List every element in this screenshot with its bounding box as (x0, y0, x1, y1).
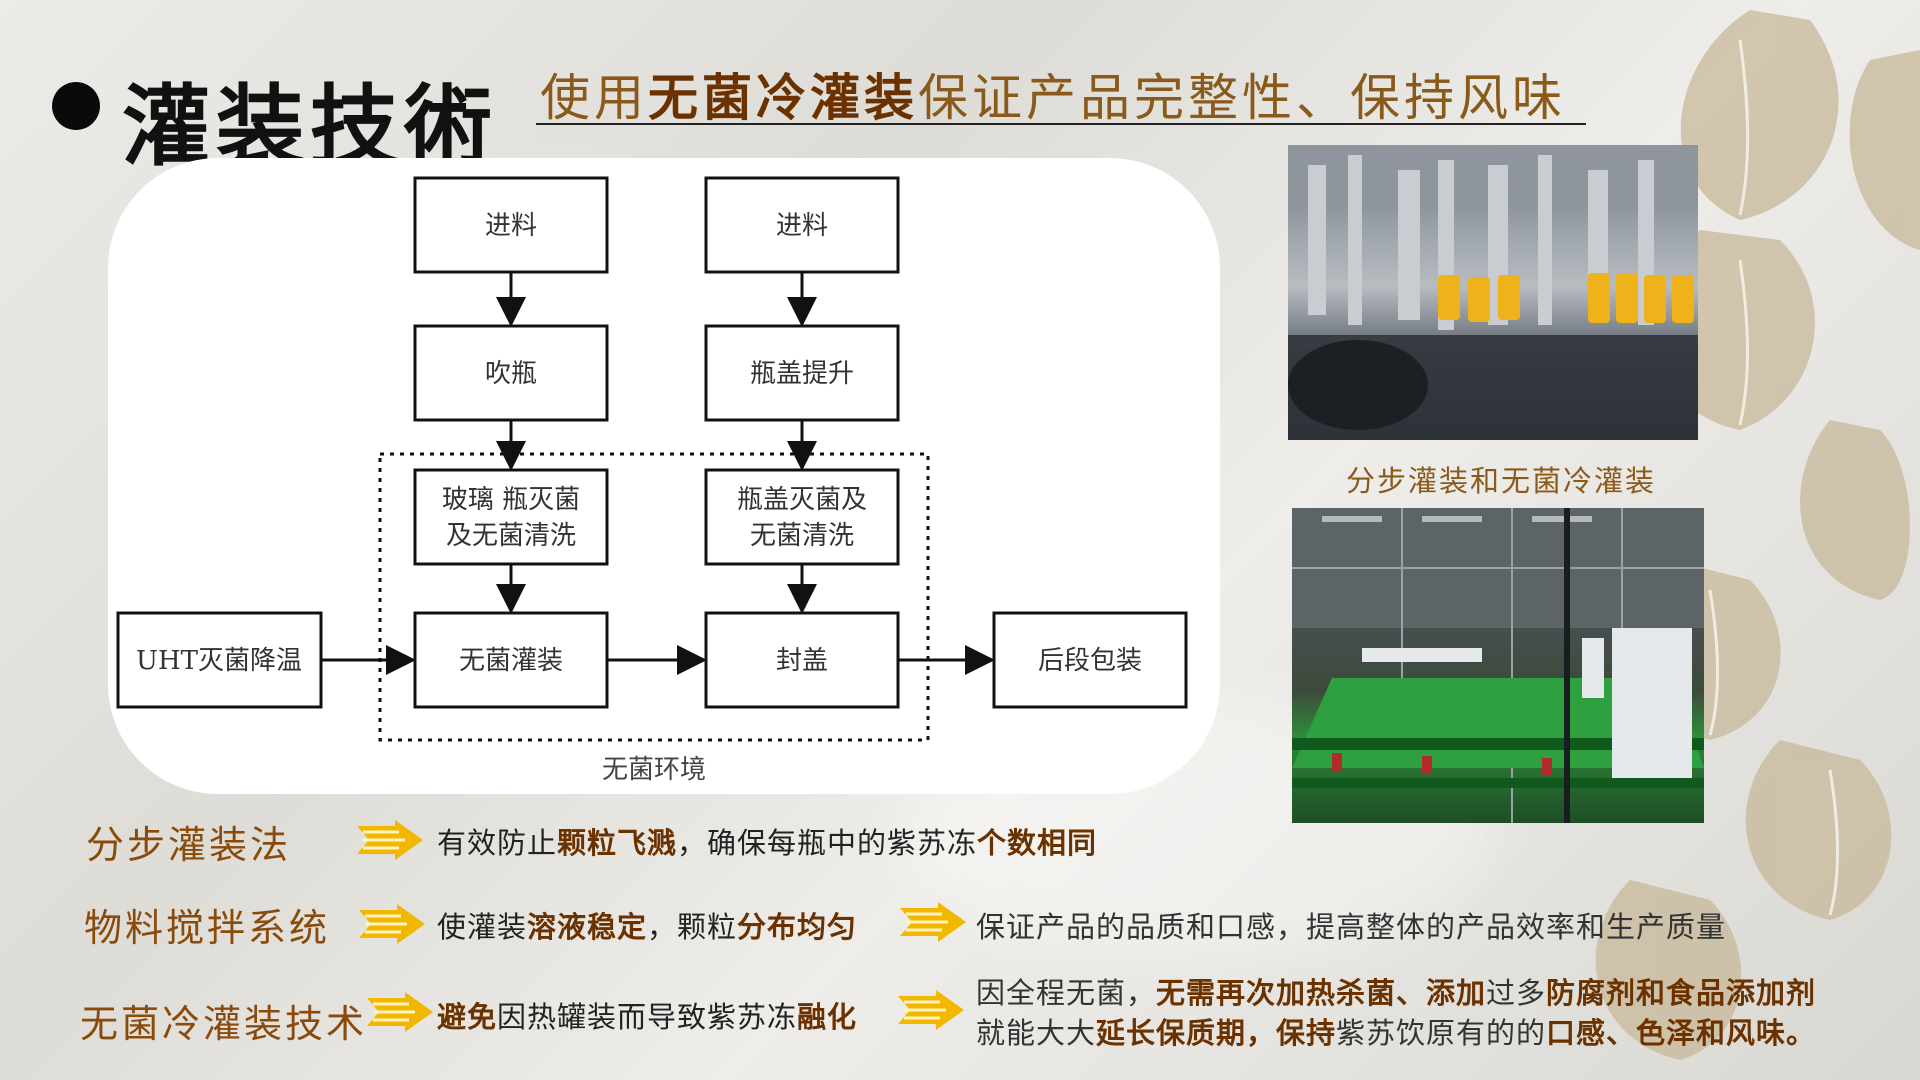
node-label: 瓶盖提升 (750, 359, 854, 389)
text-highlight: 溶液稳定 (527, 910, 648, 944)
flow-diagram-panel: 无菌环境 进料 进料 吹瓶 (108, 158, 1220, 794)
node-cap-sterilize (704, 468, 900, 566)
feature-text-stepwise-filling: 有效防止颗粒飞溅，确保每瓶中的紫苏冻个数相同 (437, 820, 1097, 862)
node-feed-left (413, 176, 609, 274)
text-run: ，确保每瓶中的紫苏冻 (677, 826, 978, 860)
text-run: 使灌装 (437, 910, 528, 944)
node-label: 及无菌清洗 (446, 521, 576, 551)
yellow-arrow-icon (365, 990, 435, 1034)
flow-diagram: 无菌环境 进料 进料 吹瓶 (116, 176, 1188, 785)
aseptic-zone-label: 无菌环境 (602, 755, 706, 785)
text-highlight: 延长保质期，保持 (1096, 1016, 1337, 1050)
node-capping (704, 611, 900, 709)
feature-result-line-1: 因全程无菌，无需再次加热杀菌、添加过多防腐剂和食品添加剂 (976, 970, 1816, 1012)
node-label: 瓶盖灭菌及 (737, 485, 867, 515)
aseptic-workshop-photo (1292, 508, 1704, 823)
node-label: 进料 (485, 211, 537, 241)
text-run: 因热罐装而导致紫苏冻 (497, 1000, 798, 1034)
yellow-arrow-icon (896, 988, 966, 1032)
feature-label-mixing-system: 物料搅拌系统 (84, 906, 331, 950)
feature-result-line-2: 就能大大延长保质期，保持紫苏饮原有的的口感、色泽和风味。 (976, 1010, 1816, 1052)
aseptic-zone-border (378, 452, 930, 742)
feature-label-aseptic-cold-filling: 无菌冷灌装技术 (80, 1002, 368, 1046)
subtitle-underline (536, 123, 1586, 125)
text-highlight: 个数相同 (977, 826, 1098, 860)
node-label: 无菌灌装 (459, 646, 563, 676)
text-run: 就能大大 (976, 1016, 1097, 1050)
node-label: 玻璃 瓶灭菌 (442, 485, 580, 515)
node-label: UHT灭菌降温 (136, 646, 302, 676)
feature-label-stepwise-filling: 分步灌装法 (86, 823, 292, 867)
node-aseptic-fill (413, 611, 609, 709)
node-label: 无菌清洗 (750, 521, 854, 551)
node-label: 进料 (776, 211, 828, 241)
filling-machine-photo (1288, 145, 1698, 440)
text-run: 因全程无菌， (976, 976, 1157, 1010)
text-highlight: 融化 (797, 1000, 858, 1034)
node-packaging (992, 611, 1188, 709)
text-highlight: 避免 (437, 1000, 498, 1034)
page-subtitle: 使用无菌冷灌装保证产品完整性、保持风味 (540, 58, 1566, 130)
feature-text-aseptic-cold-filling: 避免因热罐装而导致紫苏冻融化 (437, 994, 857, 1036)
feature-text-mixing-system: 使灌装溶液稳定，颗粒分布均匀 (437, 904, 857, 946)
title-bullet (52, 82, 100, 130)
text-highlight: 颗粒飞溅 (557, 826, 678, 860)
text-run: 过多 (1486, 976, 1547, 1010)
node-label: 吹瓶 (485, 359, 537, 389)
text-highlight: 分布均匀 (737, 910, 858, 944)
feature-result-mixing-system: 保证产品的品质和口感，提高整体的产品效率和生产质量 (976, 910, 1727, 944)
text-highlight: 口感、色泽和风味。 (1546, 1016, 1817, 1050)
node-feed-right (704, 176, 900, 274)
node-cap-lift (704, 324, 900, 422)
yellow-arrow-icon (357, 902, 427, 946)
node-uht (116, 611, 323, 709)
yellow-arrow-icon (355, 818, 425, 862)
text-run: 紫苏饮原有的的 (1336, 1016, 1547, 1050)
node-label: 封盖 (776, 646, 828, 676)
node-label: 后段包装 (1038, 646, 1142, 676)
yellow-arrow-icon (898, 900, 968, 944)
text-highlight: 防腐剂和食品添加剂 (1546, 976, 1817, 1010)
subtitle-highlight: 无菌冷灌装 (648, 69, 918, 127)
subtitle-text: 保证产品完整性、保持风味 (918, 69, 1566, 127)
text-highlight: 无需再次加热杀菌、添加 (1156, 976, 1487, 1010)
text-run: 有效防止 (437, 826, 558, 860)
subtitle-text: 使用 (540, 69, 648, 127)
text-run: ，颗粒 (647, 910, 738, 944)
photo-caption: 分步灌装和无菌冷灌装 (1346, 464, 1657, 498)
